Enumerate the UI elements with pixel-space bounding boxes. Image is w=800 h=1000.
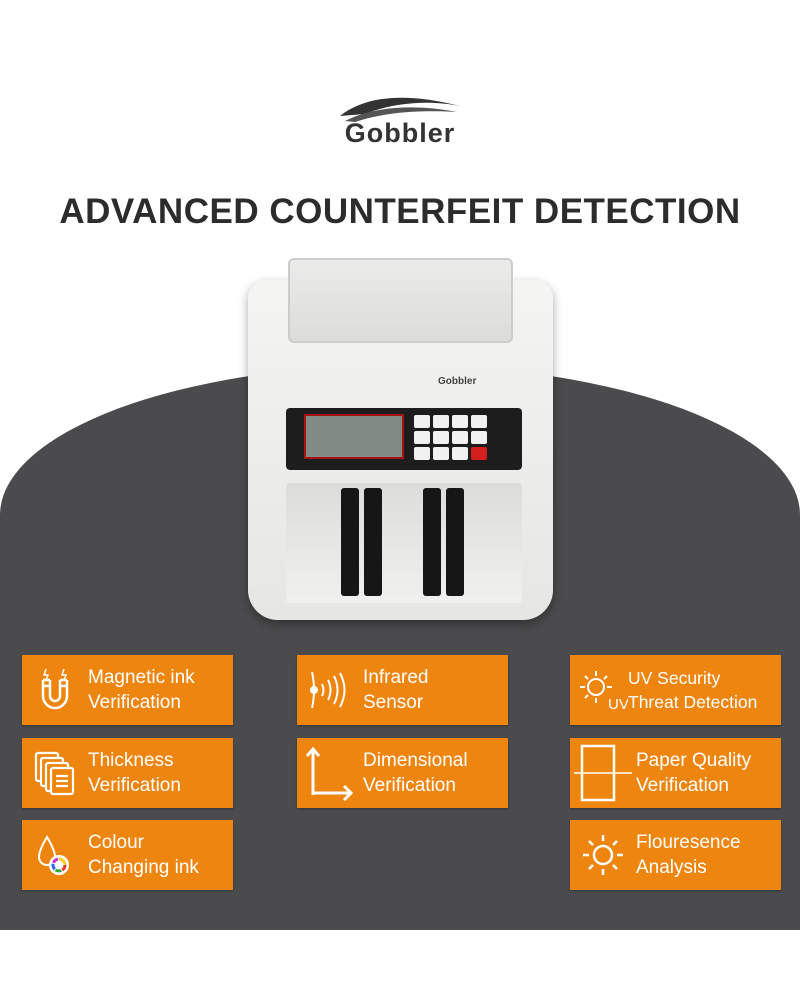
uv-sun-icon: UV — [570, 655, 636, 725]
feature-line1: Flouresence — [636, 832, 741, 853]
feature-line2: Sensor — [363, 692, 424, 713]
feature-line2: Verification — [636, 775, 729, 796]
feature-line1: Colour — [88, 832, 144, 853]
money-counter-image: Gobbler — [248, 258, 553, 628]
brand-name: Gobbler — [344, 118, 456, 148]
feature-line1: Magnetic ink — [88, 667, 195, 688]
lcd-display — [304, 414, 404, 459]
page-headline: ADVANCED COUNTERFEIT DETECTION — [59, 192, 741, 231]
brand-logo: Gobbler — [0, 88, 800, 149]
sun-icon — [570, 820, 636, 890]
note-stacker — [286, 483, 522, 603]
magnet-icon — [22, 655, 88, 725]
feature-line2: Verification — [363, 775, 456, 796]
feature-line1: Thickness — [88, 750, 174, 771]
axes-arrows-icon — [297, 738, 363, 808]
feature-line1: Paper Quality — [636, 750, 752, 771]
feature-line2: Verification — [88, 692, 181, 713]
infrared-icon — [297, 655, 363, 725]
feature-line1: Infrared — [363, 667, 429, 688]
feature-line2: Analysis — [636, 857, 707, 878]
control-panel — [286, 408, 522, 470]
feature-line1: Dimensional — [363, 750, 468, 771]
panther-logo-icon — [340, 97, 460, 122]
machine-logo: Gobbler — [438, 376, 477, 387]
feature-line2: Changing ink — [88, 857, 199, 878]
feature-line1: UV Security — [628, 668, 721, 688]
machine-hopper — [288, 258, 513, 343]
uv-icon-label: UV — [608, 696, 628, 713]
color-drop-icon — [22, 820, 88, 890]
feature-line2: Verification — [88, 775, 181, 796]
feature-line2: Threat Detection — [628, 692, 758, 712]
stacked-pages-icon — [22, 738, 88, 808]
keypad — [414, 415, 487, 460]
paper-frame-icon — [570, 738, 636, 808]
